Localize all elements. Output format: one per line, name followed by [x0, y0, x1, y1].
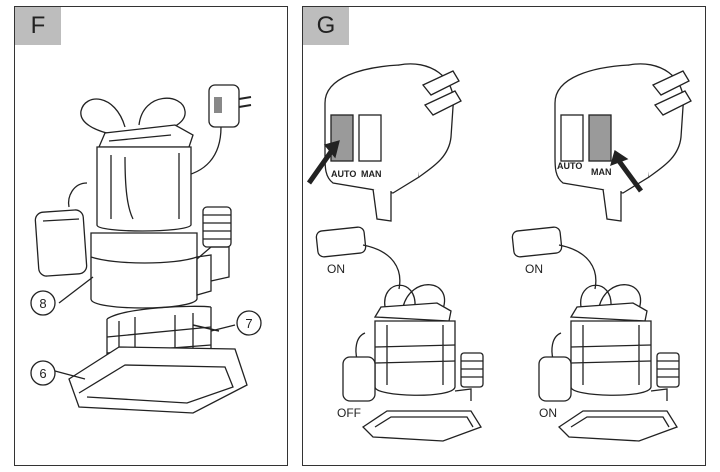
- mode-plug-man: AUTO MAN: [554, 63, 692, 222]
- callout-6: 6: [39, 366, 46, 381]
- float-left-on-label: ON: [327, 262, 345, 276]
- callout-7: 7: [245, 316, 252, 331]
- float-left-off-label: OFF: [337, 406, 361, 420]
- panel-f-label: F: [15, 7, 61, 45]
- arrow-icon: [306, 147, 336, 185]
- panel-f-illustration: 8 7 6: [30, 84, 262, 414]
- man-button-highlight: [588, 114, 612, 162]
- float-switch-raised: [511, 226, 563, 258]
- power-plug: [178, 84, 252, 178]
- outlet-connector: [196, 206, 232, 296]
- pump-housing: [90, 232, 198, 309]
- panel-f: F: [14, 6, 288, 466]
- pump-right: ON ON: [511, 226, 680, 442]
- float-switch: [34, 209, 88, 277]
- plug-left-man-label: MAN: [361, 169, 382, 179]
- pump-left: ON OFF: [315, 226, 484, 442]
- pump-top: [98, 124, 194, 148]
- plug-left-auto-label: AUTO: [331, 169, 356, 179]
- float-right-on-label: ON: [525, 262, 543, 276]
- cable-loop: [80, 98, 126, 136]
- panel-g: G AUTO MAN AUTO MAN: [302, 6, 706, 466]
- float-switch-lowered: [342, 356, 376, 402]
- panel-g-illustration: AUTO MAN AUTO MAN ON: [306, 63, 692, 442]
- base-plate: [68, 346, 248, 414]
- plug-right-auto-label: AUTO: [557, 161, 582, 171]
- mode-plug-auto: AUTO MAN: [306, 63, 462, 222]
- panel-g-label: G: [303, 7, 349, 45]
- pump-body: [96, 146, 192, 232]
- arrow-head-icon: [323, 140, 340, 159]
- arrow-head-icon: [610, 149, 629, 167]
- callout-8: 8: [39, 296, 46, 311]
- float-right-bottom-label: ON: [539, 406, 557, 420]
- plug-right-man-label: MAN: [591, 167, 612, 177]
- arrow-icon: [616, 159, 644, 193]
- float-switch-lowered: [538, 356, 572, 402]
- float-switch-raised: [315, 226, 367, 258]
